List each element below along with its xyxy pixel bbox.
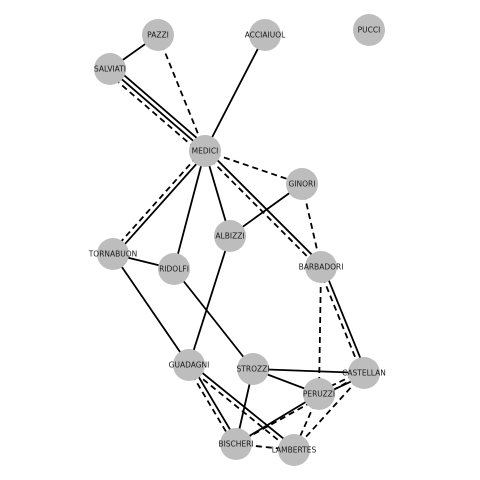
node-bischeri[interactable]: BISCHERI [218, 428, 254, 460]
node-guadagni[interactable]: GUADAGNI [169, 349, 210, 381]
node-circle-salviati[interactable] [94, 53, 126, 85]
node-tornabuon[interactable]: TORNABUON [88, 238, 138, 270]
edge-medici-barbadori-dashed [202, 151, 321, 270]
node-label-pazzi: PAZZI [147, 31, 169, 40]
node-medici[interactable]: MEDICI [189, 135, 221, 167]
node-circle-medici[interactable] [189, 135, 221, 167]
node-circle-strozzi[interactable] [237, 353, 269, 385]
edge-acciaiuol-medici-solid [204, 34, 266, 152]
node-barbadori[interactable]: BARBADORI [299, 251, 344, 283]
nodes-layer: PAZZI ACCIAIUOL PUCCI SALVIATI MEDICI GINORI A… [88, 14, 386, 466]
node-peruzzi[interactable]: PERUZZI [303, 378, 335, 410]
edge-medici-barbadori-solid [205, 148, 324, 267]
edge-ridolfi-strozzi-solid [173, 268, 254, 370]
node-acciaiuol[interactable]: ACCIAIUOL [245, 19, 286, 51]
node-circle-bischeri[interactable] [220, 428, 252, 460]
edges-layer [106, 34, 367, 453]
node-label-albizzi: ALBIZZI [215, 232, 244, 241]
node-circle-castellan[interactable] [348, 357, 380, 389]
node-label-peruzzi: PERUZZI [303, 390, 335, 399]
node-label-guadagni: GUADAGNI [169, 361, 210, 370]
node-ginori[interactable]: GINORI [286, 168, 318, 200]
node-circle-barbadori[interactable] [305, 251, 337, 283]
node-circle-albizzi[interactable] [214, 220, 246, 252]
edge-salviati-medici-solid [112, 64, 209, 149]
node-circle-lambertes[interactable] [278, 434, 310, 466]
edge-tornabuon-guadagni-solid [112, 253, 190, 366]
node-circle-guadagni[interactable] [173, 349, 205, 381]
node-pucci[interactable]: PUCCI [353, 14, 385, 46]
node-label-acciaiuol: ACCIAIUOL [245, 31, 286, 40]
edge-castellan-lambertes-dashed [293, 372, 365, 451]
node-label-barbadori: BARBADORI [299, 263, 344, 272]
node-circle-pucci[interactable] [353, 14, 385, 46]
edge-albizzi-guadagni-solid [188, 235, 231, 366]
node-castellan[interactable]: CASTELLAN [342, 357, 386, 389]
node-strozzi[interactable]: STROZZI [237, 353, 270, 385]
node-label-castellan: CASTELLAN [342, 369, 386, 378]
edge-medici-ginori-dashed [204, 150, 303, 185]
edge-medici-tornabuon-dashed [110, 148, 204, 254]
edge-castellan-bischeri-dashed [235, 372, 365, 445]
edge-medici-ridolfi-solid [173, 150, 206, 270]
node-circle-acciaiuol[interactable] [249, 19, 281, 51]
node-salviati[interactable]: SALVIATI [94, 53, 126, 85]
edge-barbadori-peruzzi-dashed [318, 266, 322, 395]
node-circle-ginori[interactable] [286, 168, 318, 200]
node-label-lambertes: LAMBERTES [272, 446, 317, 455]
node-label-medici: MEDICI [192, 147, 219, 156]
node-circle-peruzzi[interactable] [303, 378, 335, 410]
edge-salviati-medici-dashed [106, 71, 203, 156]
edge-guadagni-lambertes-solid [189, 362, 296, 449]
edge-strozzi-castellan-solid [252, 368, 365, 374]
node-albizzi[interactable]: ALBIZZI [214, 220, 246, 252]
node-label-salviati: SALVIATI [94, 65, 126, 74]
node-circle-tornabuon[interactable] [97, 238, 129, 270]
node-label-ridolfi: RIDOLFI [159, 265, 189, 274]
node-label-bischeri: BISCHERI [218, 440, 253, 449]
node-label-pucci: PUCCI [358, 26, 381, 35]
edge-salviati-medici-solid [109, 68, 206, 152]
node-circle-pazzi[interactable] [142, 19, 174, 51]
edge-barbadori-castellan-solid [322, 265, 367, 373]
node-label-tornabuon: TORNABUON [88, 250, 138, 259]
edge-pazzi-medici-dashed [157, 34, 206, 152]
edge-medici-tornabuon-solid [114, 151, 208, 257]
node-circle-ridolfi[interactable] [158, 253, 190, 285]
node-label-strozzi: STROZZI [237, 365, 270, 374]
node-lambertes[interactable]: LAMBERTES [272, 434, 317, 466]
node-ridolfi[interactable]: RIDOLFI [158, 253, 190, 285]
edge-guadagni-lambertes-dashed [187, 366, 294, 453]
edge-barbadori-castellan-dashed [318, 267, 363, 375]
node-label-ginori: GINORI [289, 180, 316, 189]
node-pazzi[interactable]: PAZZI [142, 19, 174, 51]
